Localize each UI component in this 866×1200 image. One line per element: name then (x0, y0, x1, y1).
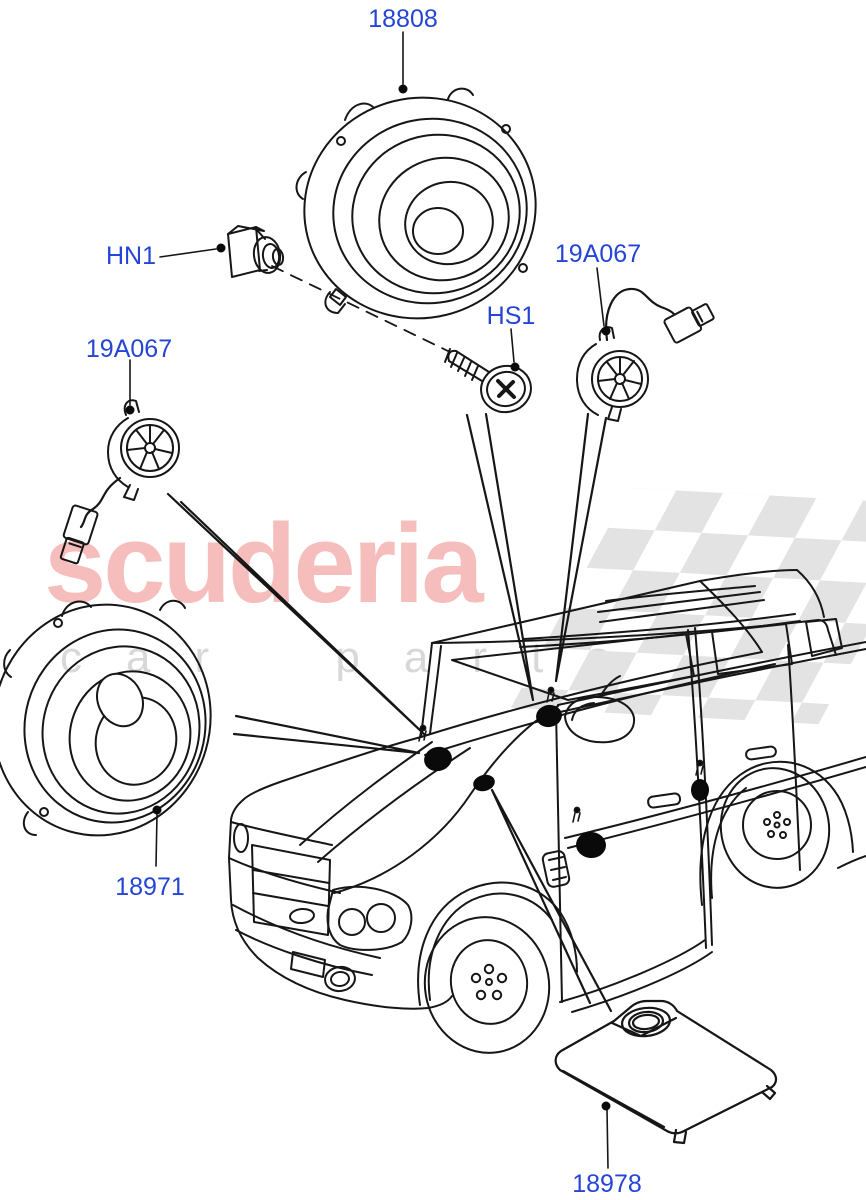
speaker-cover-18978-drawing (554, 999, 778, 1145)
part-label-18808[interactable]: 18808 (368, 5, 438, 33)
tweeter-19a067-left-drawing (59, 399, 180, 565)
vehicle-drawing (228, 569, 866, 1054)
part-label-18971[interactable]: 18971 (115, 873, 185, 901)
part-label-hs1[interactable]: HS1 (486, 302, 536, 330)
watermark-subtitle: car parts (60, 633, 654, 682)
callout-leader-lines (125, 31, 611, 1169)
fastener-clip-icons (418, 686, 704, 823)
part-label-18978[interactable]: 18978 (572, 1170, 642, 1198)
speaker-location-dots (424, 704, 709, 859)
screw-hs1-drawing (444, 348, 532, 414)
speaker-frame-18808-drawing (295, 87, 537, 320)
speaker-18971-drawing (0, 599, 212, 837)
part-label-19a067-right[interactable]: 19A067 (554, 240, 642, 268)
leader-lines (166, 412, 613, 1013)
part-label-19a067-left[interactable]: 19A067 (85, 335, 173, 363)
tweeter-19a067-right-drawing (576, 287, 715, 422)
part-label-hn1[interactable]: HN1 (105, 242, 157, 270)
watermark-brand: scuderia (44, 501, 484, 626)
mounting-nut-hn1-drawing (227, 225, 285, 278)
mounting-axis-dashed-line (271, 265, 451, 353)
